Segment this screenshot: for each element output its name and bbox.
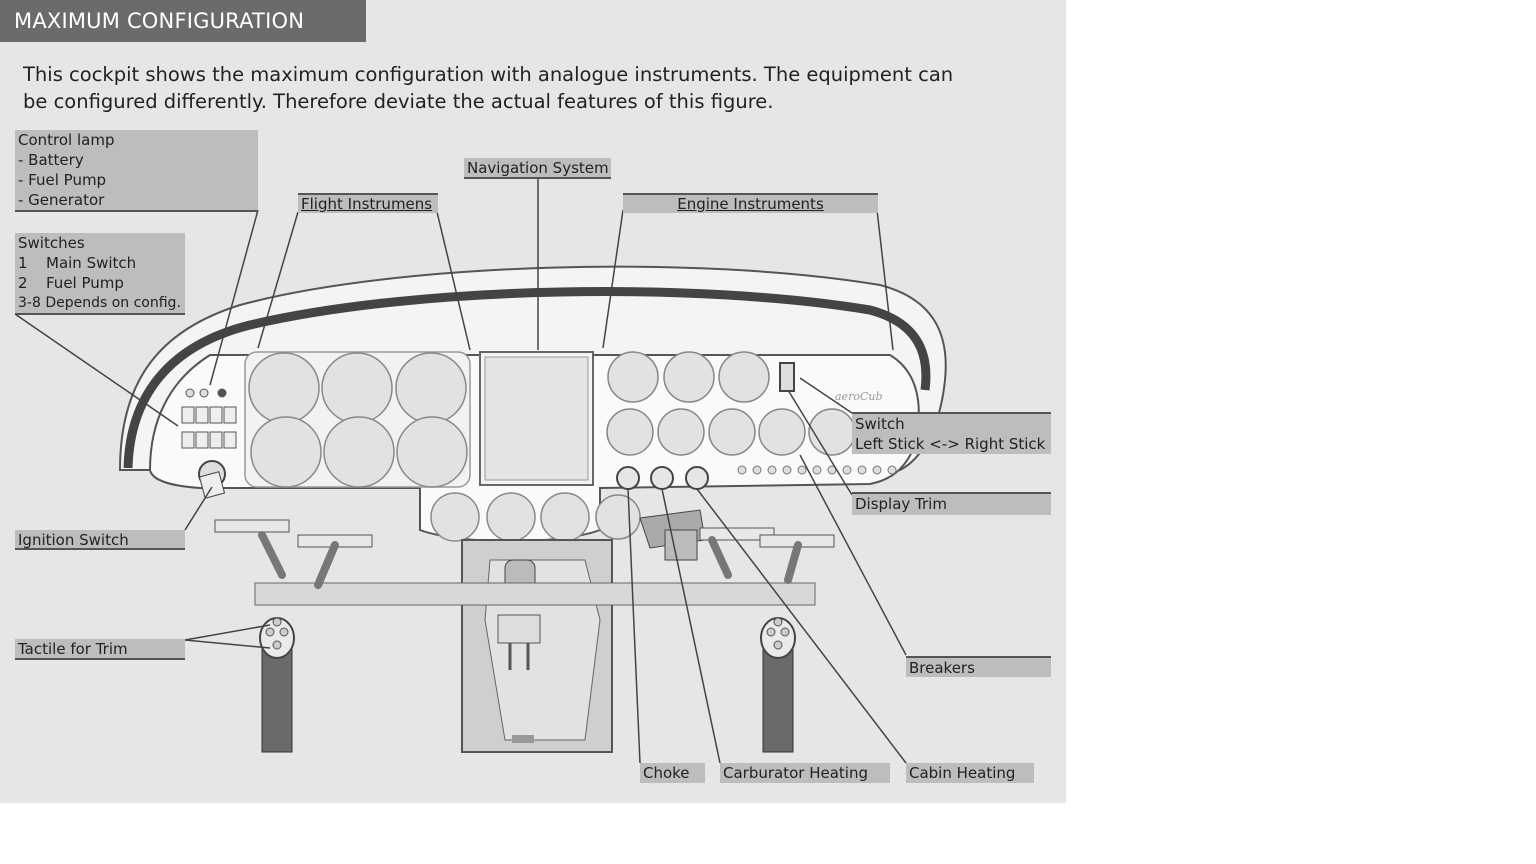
switch-text: Main Switch bbox=[46, 254, 137, 272]
glareshield-rim bbox=[123, 287, 931, 469]
engine-gauges bbox=[606, 351, 856, 456]
switches-title: Switches bbox=[18, 234, 85, 252]
label-tactile-trim: Tactile for Trim bbox=[15, 639, 185, 660]
switches-item: 2 Fuel Pump bbox=[18, 273, 182, 293]
cockpit-illustration: aeroCub bbox=[14, 178, 947, 764]
crossbar bbox=[254, 582, 816, 606]
switch-number: 2 bbox=[18, 274, 28, 292]
flight-gauges bbox=[244, 351, 471, 488]
stick-switch-line-1: Switch bbox=[855, 415, 905, 433]
label-engine-instruments: Engine Instruments bbox=[623, 193, 878, 213]
control-lamps bbox=[185, 388, 227, 398]
right-stick bbox=[760, 617, 796, 753]
svg-text:aeroCub: aeroCub bbox=[835, 390, 883, 403]
leader-lines bbox=[14, 178, 907, 764]
control-lamp-item: - Generator bbox=[18, 191, 105, 209]
switch-row-1 bbox=[181, 406, 237, 424]
center-lower-gauges bbox=[430, 492, 641, 542]
intro-line-1: This cockpit shows the maximum configura… bbox=[23, 63, 954, 86]
breaker-row bbox=[737, 465, 897, 475]
label-stick-switch: Switch Left Stick <-> Right Stick bbox=[852, 412, 1051, 454]
intro-line-2: be configured differently. Therefore dev… bbox=[23, 90, 774, 113]
switch-number: 1 bbox=[18, 254, 28, 272]
label-control-lamp: Control lamp - Battery - Fuel Pump - Gen… bbox=[15, 130, 258, 212]
pull-knobs bbox=[616, 466, 709, 490]
switches-item: 1 Main Switch bbox=[18, 253, 182, 273]
left-stick bbox=[259, 617, 295, 753]
switch-row-2 bbox=[181, 431, 237, 449]
intro-text: This cockpit shows the maximum configura… bbox=[23, 61, 1013, 115]
label-cabin-heating: Cabin Heating bbox=[906, 763, 1034, 783]
label-navigation-system: Navigation System bbox=[464, 158, 611, 179]
control-lamp-item: - Battery bbox=[18, 151, 84, 169]
control-lamp-title: Control lamp bbox=[18, 131, 115, 149]
label-display-trim: Display Trim bbox=[852, 492, 1051, 515]
control-lamp-item: - Fuel Pump bbox=[18, 171, 107, 189]
label-breakers: Breakers bbox=[906, 656, 1051, 677]
label-choke: Choke bbox=[640, 763, 705, 783]
label-switches: Switches 1 Main Switch 2 Fuel Pump 3-8 Dep… bbox=[15, 233, 185, 315]
stick-switch-body bbox=[779, 362, 795, 392]
label-carburator-heating: Carburator Heating bbox=[720, 763, 890, 783]
switches-extra: 3-8 Depends on config. bbox=[18, 295, 181, 311]
label-ignition-switch: Ignition Switch bbox=[15, 530, 185, 550]
switch-text: Fuel Pump bbox=[46, 274, 124, 292]
page-title: MAXIMUM CONFIGURATION bbox=[0, 0, 366, 42]
stick-switch-line-2: Left Stick <-> Right Stick bbox=[855, 435, 1046, 453]
label-flight-instruments: Flight Instrumens bbox=[298, 193, 438, 213]
